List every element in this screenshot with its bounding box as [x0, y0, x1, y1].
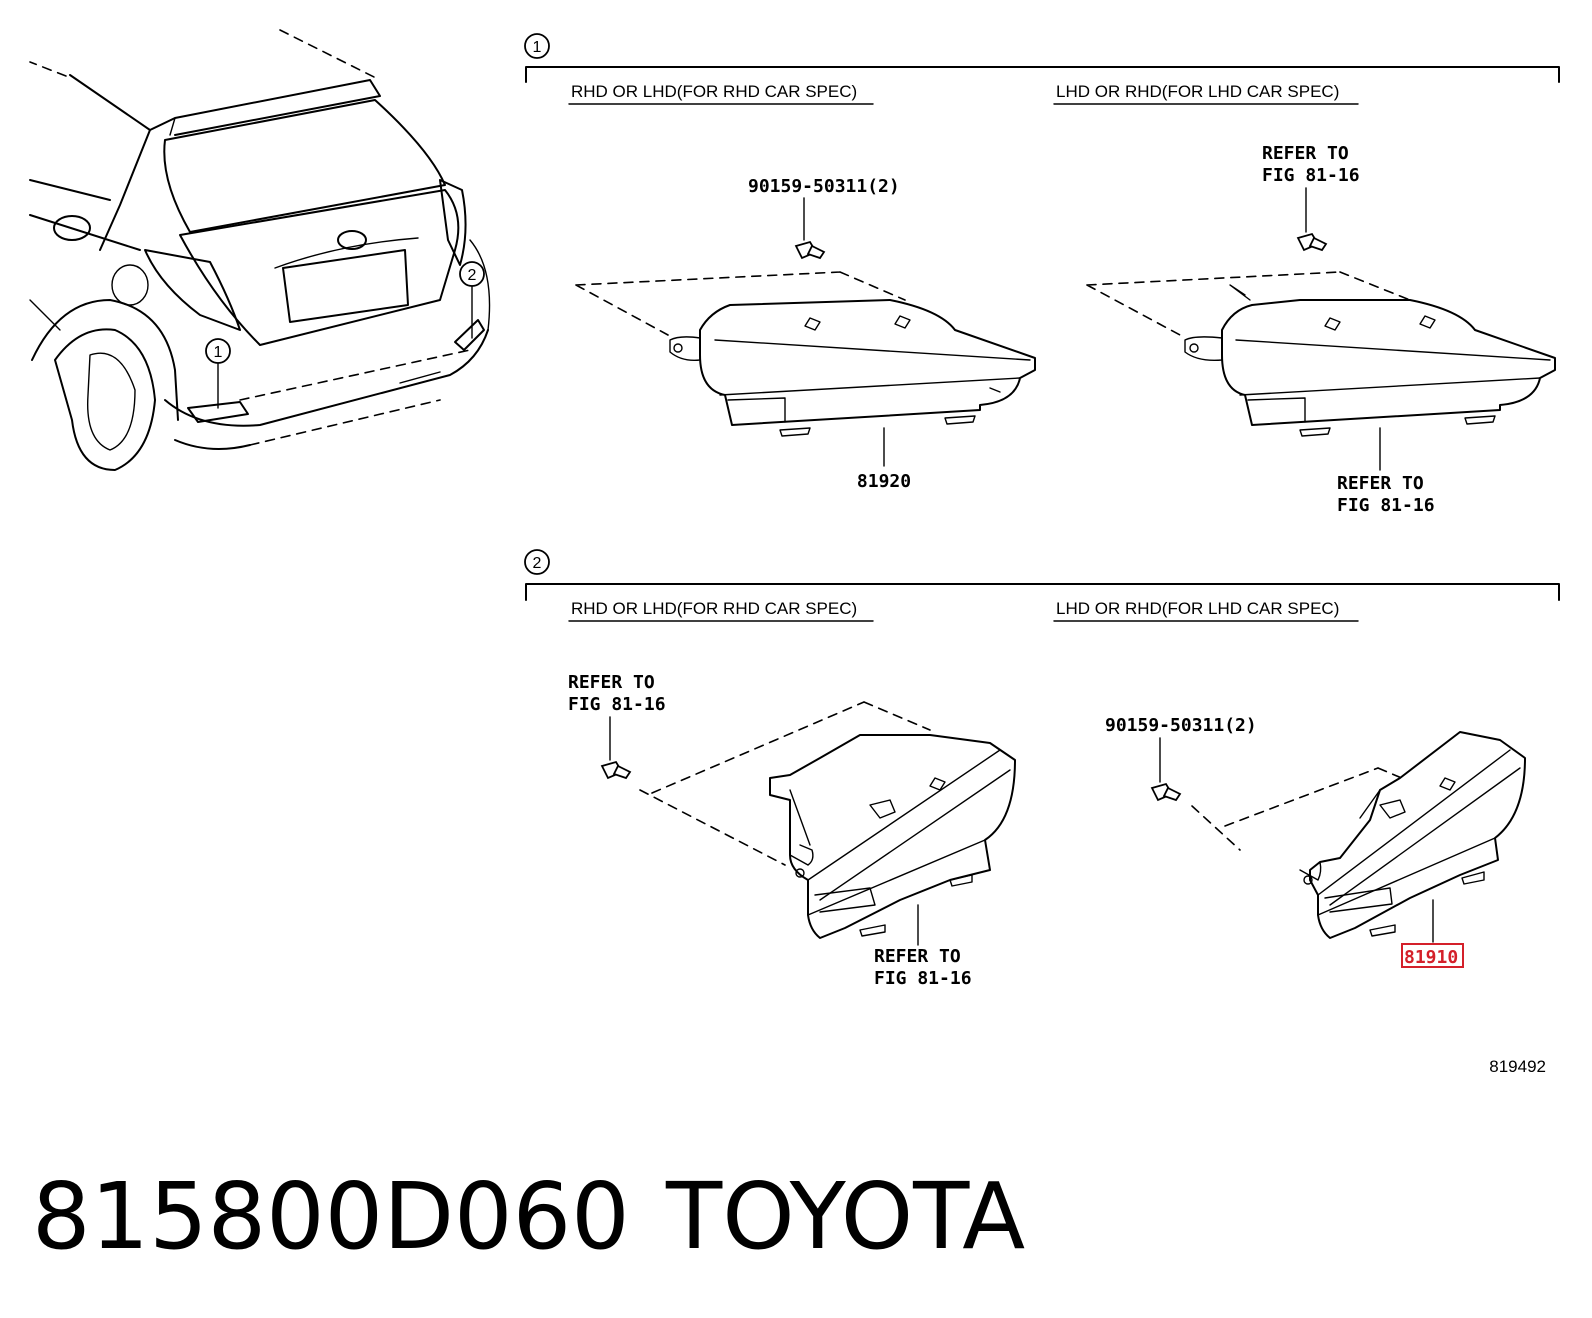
section-2-right-header: LHD OR RHD(FOR LHD CAR SPEC) — [1056, 599, 1339, 618]
svg-text:1: 1 — [214, 344, 223, 361]
section-2-left-part-label-line2: FIG 81-16 — [874, 968, 972, 989]
section-2-left-bolt — [600, 760, 632, 780]
section-2-right-part-label: 81910 — [1404, 947, 1458, 968]
svg-text:2: 2 — [468, 267, 477, 284]
car-rear-illustration — [29, 29, 491, 471]
section-1-right-bolt — [1296, 232, 1328, 252]
section-2-right-bolt — [1150, 782, 1182, 802]
section-1-bracket — [525, 66, 1560, 83]
section-1-left-part-label: 81920 — [857, 471, 911, 492]
section-2-right-lamp — [1299, 731, 1526, 939]
section-1-marker-label: 1 — [533, 39, 542, 56]
section-2-bracket — [525, 583, 1560, 601]
section-2-right-bolt-label: 90159-50311(2) — [1105, 715, 1257, 736]
section-2-left-bolt-label-line1: REFER TO — [568, 672, 655, 693]
section-1-right-part-label-line2: FIG 81-16 — [1337, 495, 1435, 516]
section-2-right-part-label-highlight: 81910 — [1401, 943, 1464, 968]
section-2-left-header: RHD OR LHD(FOR RHD CAR SPEC) — [571, 599, 857, 618]
part-number: 815800D060 — [32, 1163, 630, 1270]
section-2: 2 RHD OR LHD(FOR RHD CAR SPEC) LHD OR RH… — [524, 549, 1560, 989]
brand-name: TOYOTA — [665, 1163, 1025, 1270]
section-1-right-lamp — [1184, 284, 1556, 437]
section-2-marker — [524, 549, 550, 575]
section-1-right-bolt-label-line1: REFER TO — [1262, 143, 1349, 164]
section-1-left-lamp — [669, 299, 1036, 437]
section-2-marker-label: 2 — [533, 555, 542, 572]
section-2-left-lamp — [769, 734, 1016, 939]
section-2-left-bolt-label-line2: FIG 81-16 — [568, 694, 666, 715]
section-1-right-bolt-label-line2: FIG 81-16 — [1262, 165, 1360, 186]
section-1: 1 RHD OR LHD(FOR RHD CAR SPEC) LHD OR RH… — [524, 33, 1560, 516]
section-1-left-header: RHD OR LHD(FOR RHD CAR SPEC) — [571, 82, 857, 101]
section-2-left-part-label-line1: REFER TO — [874, 946, 961, 967]
car-marker-1: 1 — [205, 338, 231, 364]
section-1-left-bolt — [794, 240, 826, 260]
section-1-left-bolt-label: 90159-50311(2) — [748, 176, 900, 197]
car-marker-2: 2 — [459, 261, 485, 287]
section-1-marker — [524, 33, 550, 59]
figure-number: 819492 — [1489, 1057, 1546, 1076]
section-1-right-header: LHD OR RHD(FOR LHD CAR SPEC) — [1056, 82, 1339, 101]
section-1-right-part-label-line1: REFER TO — [1337, 473, 1424, 494]
